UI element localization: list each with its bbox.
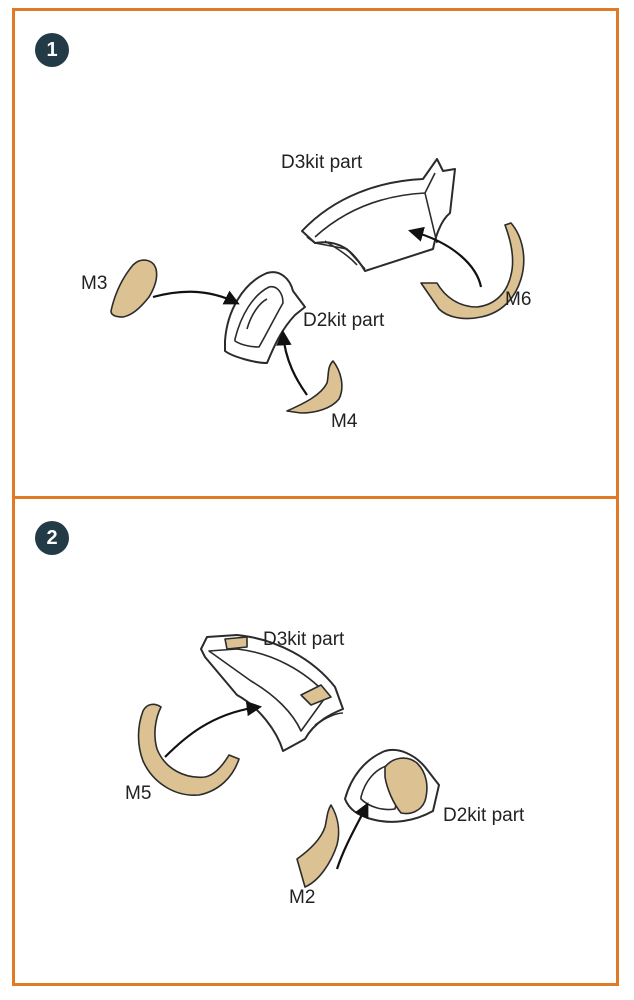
step-2-illustration: D3kit part M5 D2kit part M2: [125, 629, 525, 908]
d2-kit-part-shape: [224, 271, 306, 364]
d2-kit-part-shape: [344, 749, 440, 823]
step-1-panel: 1 D3kit part D2kit part M3 M4 M6: [12, 8, 619, 499]
d2-kit-part-label: D2kit part: [443, 805, 525, 826]
d3-kit-part-label: D3kit part: [263, 629, 345, 650]
m3-arrow: [152, 290, 240, 305]
m5-arrow: [164, 700, 263, 758]
m5-mask-shape: [137, 703, 240, 796]
m2-mask-shape: [296, 804, 340, 888]
m4-mask-shape: [286, 360, 343, 414]
m6-label: M6: [505, 289, 531, 310]
d3-kit-part-shape: [301, 158, 456, 272]
m3-mask-shape: [110, 259, 158, 318]
step-2-panel: 2 D3kit part M5 D2kit part M2: [12, 496, 619, 986]
d3-kit-part-label: D3kit part: [281, 152, 363, 173]
m2-label: M2: [289, 887, 315, 908]
d3-kit-part-shape: [200, 634, 344, 752]
m6-mask-shape: [420, 222, 525, 320]
m5-label: M5: [125, 783, 151, 804]
step-number-badge: 1: [35, 33, 69, 67]
m4-arrow: [276, 329, 308, 396]
m4-label: M4: [331, 411, 358, 432]
step-number-badge: 2: [35, 521, 69, 555]
m6-arrow: [408, 226, 483, 288]
d2-kit-part-label: D2kit part: [303, 310, 385, 331]
step-1-illustration: D3kit part D2kit part M3 M4 M6: [81, 152, 531, 432]
m2-arrow: [335, 802, 369, 870]
m3-label: M3: [81, 273, 107, 294]
